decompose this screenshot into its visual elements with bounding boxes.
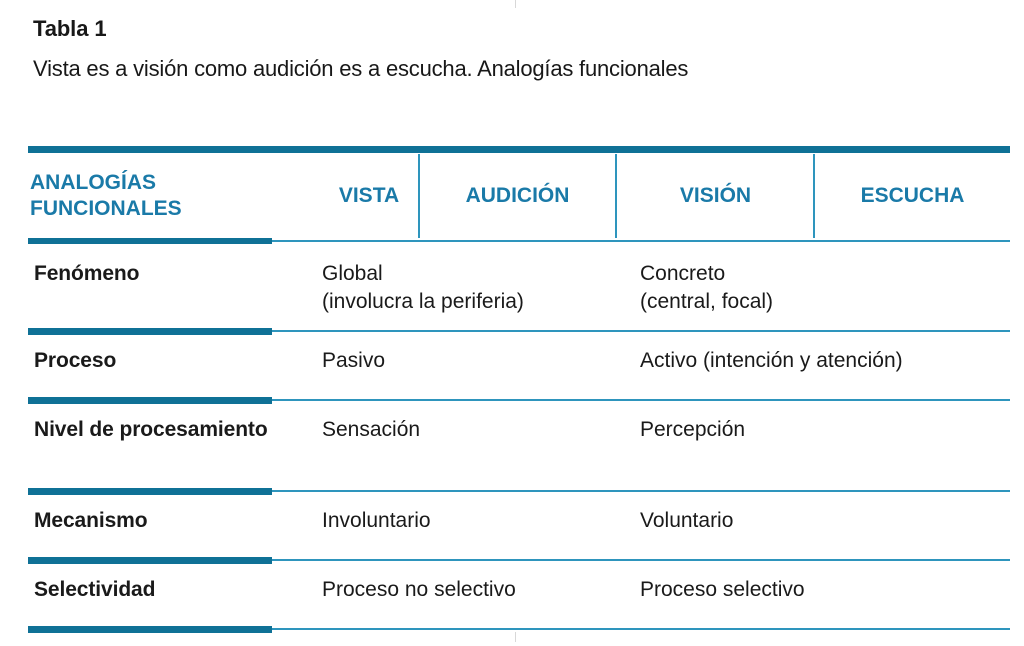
- row-label-selectividad: Selectividad: [34, 578, 156, 601]
- table-number-label: Tabla 1: [33, 16, 107, 41]
- row-separator-4: [28, 557, 1010, 564]
- row-value-mecanismo-sensory: Involuntario: [322, 509, 431, 532]
- row-value-proceso-sensory: Pasivo: [322, 349, 386, 372]
- row-separator-1: [28, 328, 1010, 335]
- page-crop-mark-bottom: [515, 632, 516, 642]
- row-label-nivel-de-procesamiento: Nivel de procesamiento: [34, 418, 268, 441]
- row-value-selectividad-sensory: Proceso no selectivo: [322, 578, 516, 601]
- row-label-proceso: Proceso: [34, 349, 117, 372]
- table-bottom-border: [28, 626, 1010, 633]
- table-row: Proceso Pasivo Activo (intención y atenc…: [28, 335, 1010, 397]
- table-top-border: [28, 146, 1010, 153]
- row-label-fenomeno: Fenómeno: [34, 262, 140, 285]
- table-row: Nivel de procesamiento Sensación Percepc…: [28, 404, 1010, 488]
- table-row: Mecanismo Involuntario Voluntario: [28, 495, 1010, 557]
- header-column-divider-1: [418, 154, 420, 238]
- header-column-divider-3: [813, 154, 815, 238]
- row-separator-3: [28, 488, 1010, 495]
- row-value-fenomeno-sensory: Global (involucra la periferia): [322, 262, 524, 313]
- column-header-vision: VISIÓN: [679, 183, 752, 207]
- row-label-mecanismo: Mecanismo: [34, 509, 148, 532]
- header-bottom-rule: [28, 238, 1010, 244]
- analogies-table: ANALOGÍAS FUNCIONALES VISTA AUDICIÓN VIS…: [28, 146, 1010, 633]
- header-column-divider-2: [615, 154, 617, 238]
- row-value-proceso-perceptual: Activo (intención y atención): [640, 349, 903, 372]
- row-separator-2: [28, 397, 1010, 404]
- row-value-selectividad-perceptual: Proceso selectivo: [640, 578, 805, 601]
- table-caption-text: Vista es a visión como audición es a esc…: [33, 56, 689, 81]
- table-row: Fenómeno Global (involucra la periferia)…: [28, 244, 1010, 328]
- table-row: Selectividad Proceso no selectivo Proces…: [28, 564, 1010, 626]
- column-header-analogias-funcionales: ANALOGÍAS FUNCIONALES: [30, 170, 182, 220]
- table-header-row: ANALOGÍAS FUNCIONALES VISTA AUDICIÓN VIS…: [28, 153, 1010, 238]
- column-header-escucha: ESCUCHA: [860, 183, 965, 207]
- table-caption-block: Tabla 1 Vista es a visión como audición …: [33, 14, 993, 84]
- row-value-nivel-perceptual: Percepción: [640, 418, 746, 441]
- page-crop-mark-top: [515, 0, 516, 8]
- column-header-audicion: AUDICIÓN: [465, 183, 570, 207]
- row-value-fenomeno-perceptual: Concreto (central, focal): [640, 262, 774, 313]
- row-value-mecanismo-perceptual: Voluntario: [640, 509, 734, 532]
- column-header-vista: VISTA: [338, 183, 400, 207]
- row-value-nivel-sensory: Sensación: [322, 418, 421, 441]
